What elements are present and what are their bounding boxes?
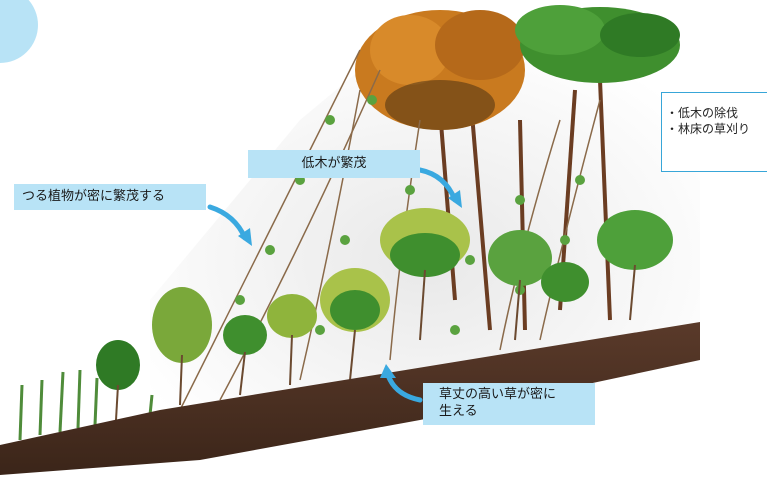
corner-badge	[0, 0, 38, 63]
measure-item: ・低木の除伐	[666, 106, 739, 120]
shrub-stems	[115, 264, 636, 421]
measure-item: ・林床の草刈り	[666, 122, 751, 136]
label-vines-dense: つる植物が密に繁茂する	[14, 184, 206, 210]
label-shrubs-thriving: 低木が繁茂	[248, 150, 420, 178]
arrow-heads	[238, 190, 462, 378]
label-tall-grass-line1: 草丈の高い草が密に	[439, 387, 557, 402]
shrubs	[96, 208, 673, 390]
arrow-grass	[385, 372, 423, 403]
tall-grass	[18, 369, 154, 441]
green-tree-canopy	[515, 5, 680, 83]
label-tall-grass-line2: 生える	[439, 404, 478, 419]
label-tall-grass: 草丈の高い草が密に 生える	[423, 383, 595, 425]
management-measures-box: ・低木の除伐 ・林床の草刈り	[661, 92, 767, 172]
soil-slope	[0, 322, 700, 475]
orange-tree-canopy	[355, 10, 525, 130]
